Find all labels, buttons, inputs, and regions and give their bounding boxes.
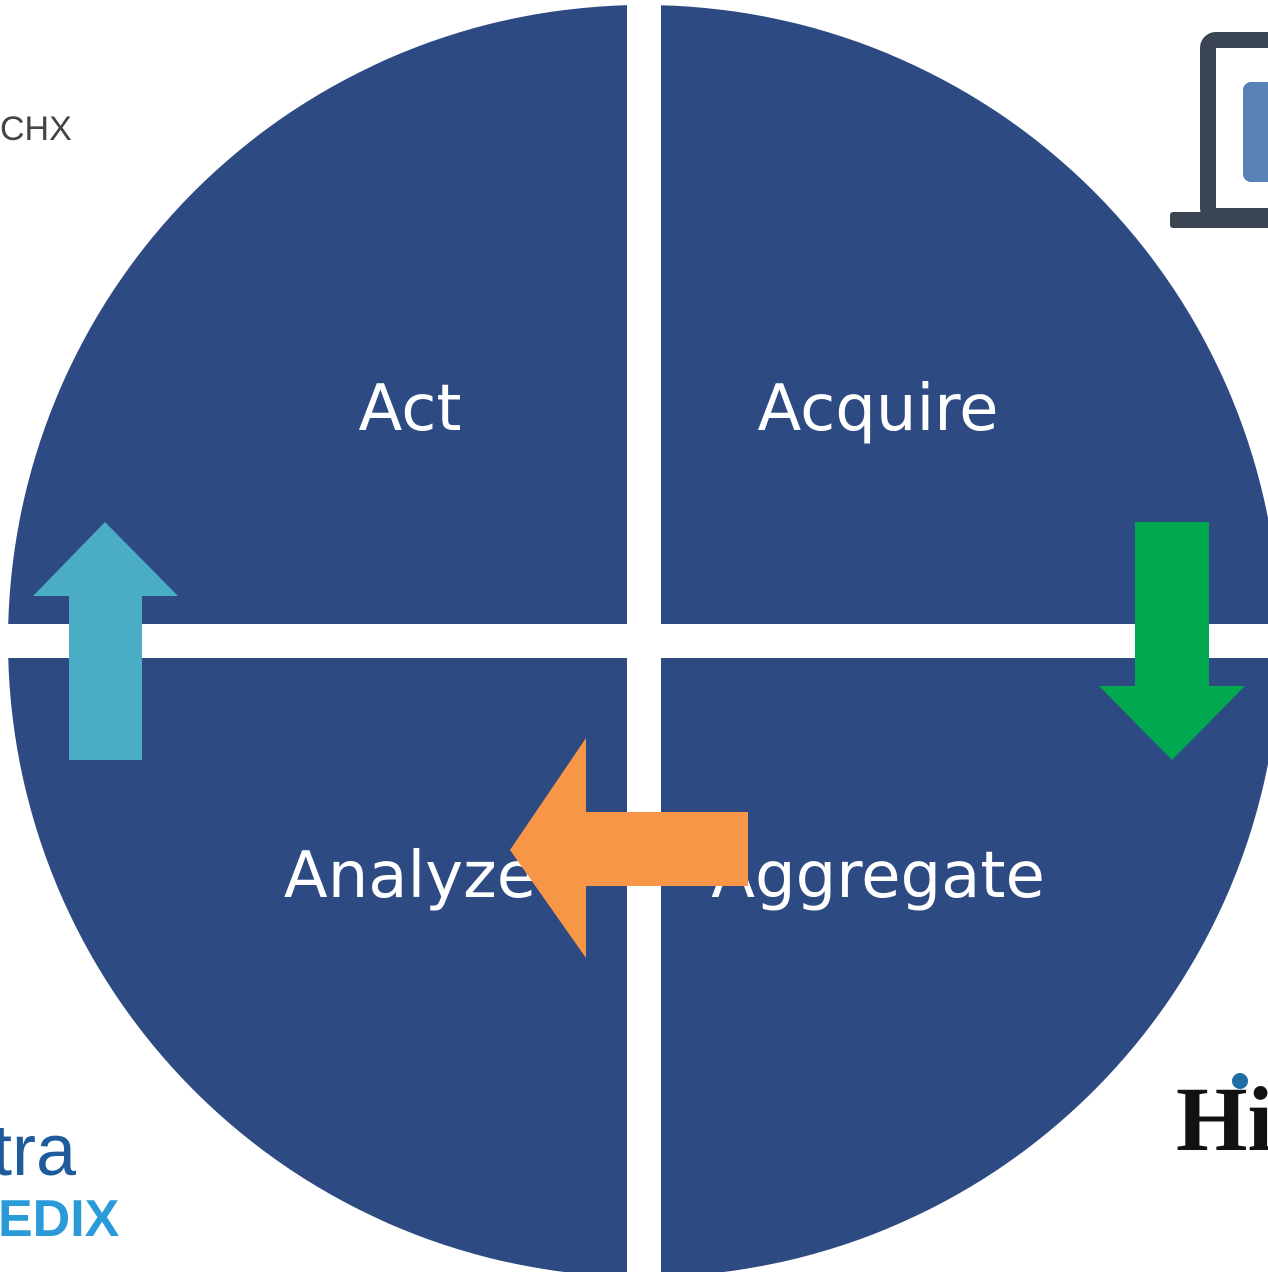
quadrant-label-act: Act: [359, 372, 462, 446]
tra-logo-text: tra: [0, 1111, 77, 1191]
horizontal-divider: [0, 624, 1268, 658]
laptop-icon: [1170, 32, 1268, 228]
up-arrow-icon: [33, 522, 178, 760]
edi-logo-text: EDIX: [0, 1190, 120, 1248]
down-arrow-icon: [1099, 522, 1245, 760]
quadrant-label-acquire: Acquire: [757, 372, 998, 446]
hi-logo-text: Hi: [1176, 1068, 1268, 1170]
quadrant-label-aggregate: Aggregate: [711, 839, 1045, 913]
left-arrow-icon: [510, 738, 748, 958]
hi-logo-dot: [1232, 1073, 1248, 1089]
chx-logo-text: CHX: [0, 110, 72, 148]
quadrant-label-analyze: Analyze: [284, 839, 536, 913]
